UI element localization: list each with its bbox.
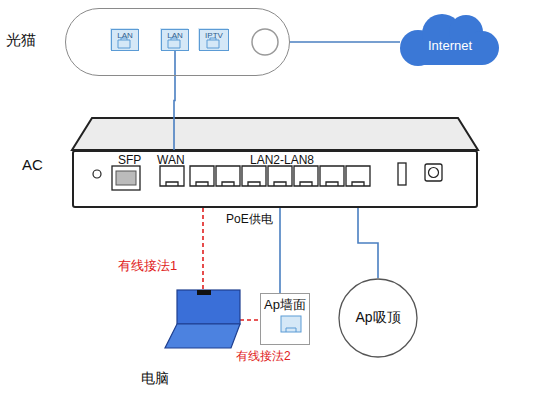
- cloud-label: Internet: [400, 38, 500, 54]
- lan-port: LAN: [111, 29, 139, 51]
- ap-label: Ap墙面: [261, 297, 309, 313]
- wall-ap: Ap墙面: [260, 293, 310, 345]
- internet-cloud: Internet: [400, 12, 500, 72]
- power-button: [252, 29, 278, 55]
- cable: [290, 41, 400, 43]
- iptv-port: IPTV: [199, 29, 229, 51]
- usb-port: [398, 163, 406, 185]
- ceiling-ap: Ap吸顶: [338, 278, 418, 358]
- port-label: LAN: [112, 31, 138, 41]
- poe-note: PoE供电: [226, 212, 273, 226]
- cable: [240, 319, 260, 321]
- optical-modem: 光猫LANLANIPTV: [65, 8, 290, 76]
- port-label: LAN: [162, 31, 188, 41]
- cable: [358, 208, 378, 278]
- access-controller: ACSFPWANLAN2-LAN8: [72, 150, 478, 208]
- lan-port: LAN: [161, 29, 189, 51]
- cable: [174, 51, 175, 150]
- port-label: LAN2-LAN8: [250, 153, 314, 167]
- connection-label: 有线接法2: [236, 349, 291, 363]
- reset-button: [425, 164, 442, 181]
- cable: [202, 208, 204, 290]
- device-heading: AC: [22, 156, 43, 174]
- ac-top-face: [72, 118, 478, 150]
- ap-wall-port: [281, 316, 301, 332]
- connection-label: 有线接法1: [118, 258, 177, 274]
- modem-ports: [110, 28, 228, 50]
- port-label: IPTV: [200, 31, 228, 41]
- device-heading: 光猫: [6, 31, 36, 49]
- ap-label: Ap吸顶: [338, 309, 418, 326]
- sfp-port: [112, 166, 140, 190]
- port-label: SFP: [118, 153, 141, 167]
- device-label: 电脑: [141, 370, 169, 387]
- cable: [279, 208, 281, 293]
- led: [93, 170, 101, 178]
- laptop: 电脑: [165, 290, 240, 350]
- ethernet-ports: [160, 166, 370, 186]
- port-label: WAN: [157, 153, 185, 167]
- laptop-outline: [165, 290, 240, 350]
